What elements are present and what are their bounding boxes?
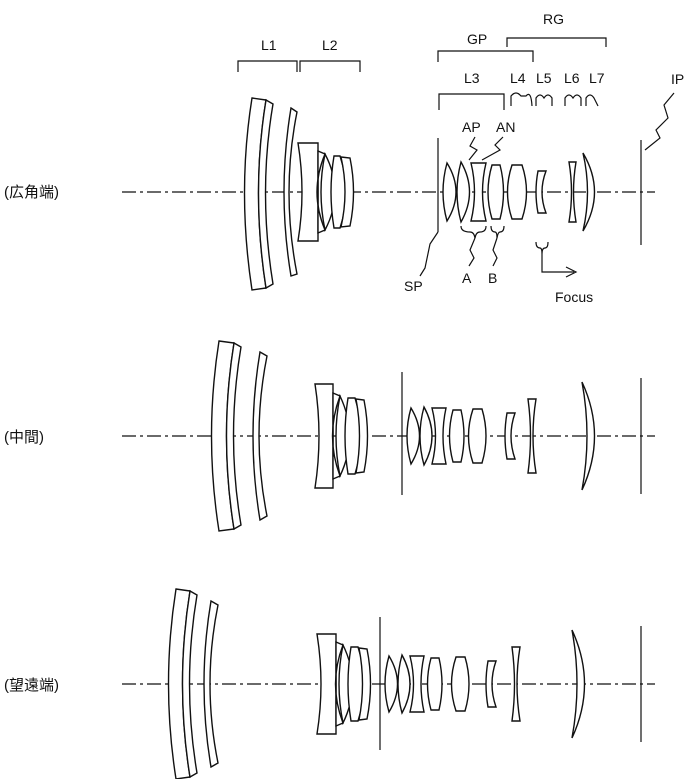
lens-element [283, 106, 298, 277]
lens-element [535, 170, 548, 214]
group-label-l5: L5 [536, 70, 552, 86]
leader-b [492, 237, 498, 267]
label-focus: Focus [555, 289, 593, 305]
bracket-l3 [438, 93, 505, 110]
bracket-l7 [585, 94, 599, 107]
bracket-l4 [510, 92, 533, 107]
state-label-middle: (中間) [4, 429, 44, 446]
lens-element [419, 405, 433, 467]
lens-element [355, 398, 369, 474]
lens-element [487, 164, 505, 220]
lens-element [511, 646, 521, 722]
lens-element [397, 653, 411, 715]
lens-element [316, 633, 337, 735]
lens-element [252, 350, 268, 522]
label-an: AN [496, 119, 515, 135]
lens-element [426, 657, 443, 711]
lens-element [314, 383, 334, 489]
bracket-gp [437, 50, 534, 62]
group-label-l4: L4 [510, 70, 526, 86]
brace-a [460, 225, 487, 239]
bracket-l2 [299, 60, 361, 72]
focus-arrowhead [565, 266, 578, 278]
leader-a [468, 237, 476, 267]
bracket-l1 [237, 60, 298, 72]
group-label-l2: L2 [322, 37, 338, 53]
state-label-wide: (広角端) [4, 184, 59, 201]
lens-element [456, 160, 471, 224]
lens-element [297, 142, 319, 242]
group-label-gp: GP [467, 31, 487, 47]
lens-element [181, 589, 198, 779]
group-label-l7: L7 [589, 70, 605, 86]
brace-b [490, 225, 505, 239]
lens-element [581, 381, 596, 491]
lens-element [409, 655, 425, 713]
group-label-l6: L6 [564, 70, 580, 86]
sp-leader [419, 231, 439, 277]
group-label-rg: RG [543, 11, 564, 27]
lens-element [431, 407, 447, 465]
focus-brace [535, 241, 549, 255]
middle-config: (中間) [4, 340, 655, 532]
lens-element [358, 647, 372, 721]
lens-element [485, 660, 497, 708]
bracket-l5 [535, 94, 553, 106]
lens-element [442, 161, 457, 223]
lens-element [448, 409, 465, 463]
lens-element [470, 162, 487, 222]
lens-element [504, 412, 516, 460]
wide-config: (広角端) RG GP L1 L2 [4, 11, 684, 305]
bracket-l6 [564, 94, 582, 106]
ip-leader [644, 92, 675, 151]
focus-arrow [541, 254, 574, 273]
lens-element [582, 152, 596, 232]
lens-element [527, 398, 537, 474]
group-label-ip: IP [671, 71, 684, 87]
lens-element [406, 406, 421, 466]
lens-element [571, 629, 586, 739]
lens-element [384, 654, 399, 714]
label-a: A [462, 270, 472, 286]
lens-element [203, 599, 219, 769]
label-ap: AP [462, 119, 481, 135]
ap-leader [468, 136, 478, 161]
state-label-tele: (望遠端) [4, 677, 59, 694]
lens-element [568, 161, 577, 223]
lens-element [506, 164, 528, 220]
label-b: B [488, 270, 497, 286]
bracket-rg [506, 37, 607, 47]
lens-element [257, 98, 274, 290]
label-sp: SP [404, 278, 423, 294]
tele-config: (望遠端) [4, 588, 655, 780]
lens-element [450, 656, 470, 712]
lens-element [467, 408, 487, 464]
group-label-l3: L3 [464, 70, 480, 86]
lens-element [340, 156, 355, 228]
an-leader [481, 136, 504, 161]
group-label-l1: L1 [261, 37, 277, 53]
lens-element [225, 341, 242, 531]
